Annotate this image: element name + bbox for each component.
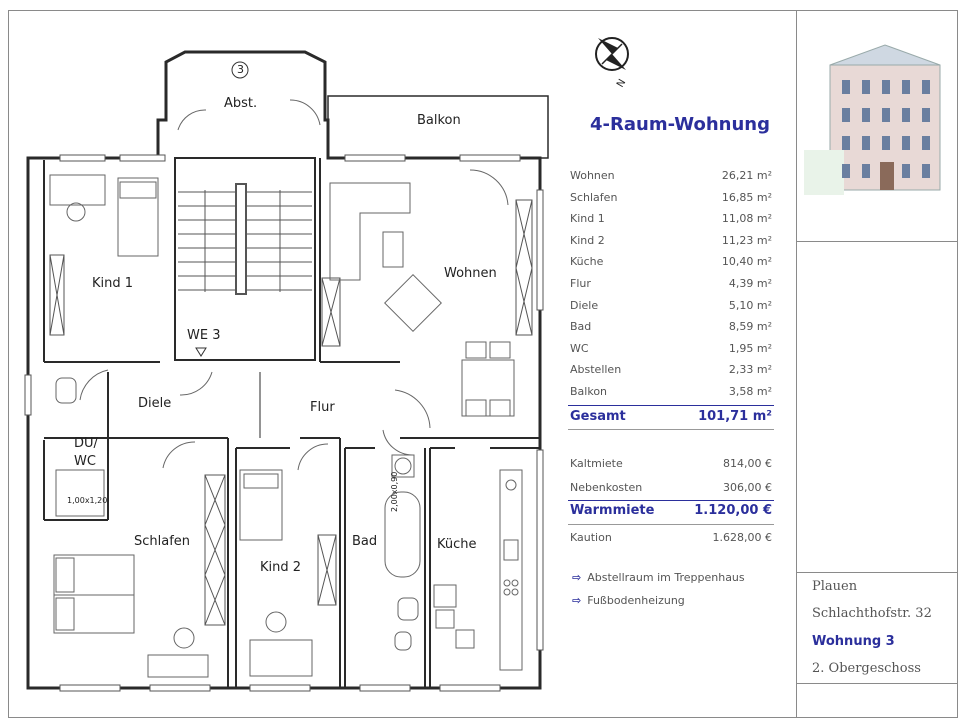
- deposit-value: 1.628,00 €: [712, 531, 772, 544]
- area-row: Küche 10,40 m²: [570, 255, 772, 269]
- area-room-size: 4,39 m²: [728, 277, 772, 290]
- area-row: Balkon 3,58 m²: [570, 385, 772, 399]
- area-room-name: Bad: [570, 320, 592, 334]
- arrow-right-icon: ⇨: [572, 594, 582, 607]
- total-value: 101,71 m²: [698, 409, 772, 424]
- compass-icon: [595, 37, 629, 71]
- room-label-bad: Bad: [352, 534, 378, 549]
- area-room-name: Küche: [570, 255, 604, 269]
- area-room-name: WC: [570, 341, 589, 355]
- area-room-size: 3,58 m²: [728, 385, 772, 398]
- arrow-right-icon: ⇨: [572, 571, 582, 584]
- area-room-size: 2,33 m²: [728, 363, 772, 377]
- cost-label: Kaltmiete: [570, 457, 623, 470]
- total-rule-top: [568, 405, 774, 406]
- deposit-row: Kaution 1.628,00 €: [570, 531, 772, 545]
- area-row: Wohnen 26,21 m²: [570, 169, 772, 183]
- area-room-size: 1,95 m²: [728, 341, 772, 355]
- room-label-kueche: Küche: [437, 537, 477, 552]
- area-room-name: Wohnen: [570, 169, 615, 182]
- room-label-abst: Abst.: [224, 96, 258, 111]
- cost-label: Nebenkosten: [570, 481, 643, 494]
- sidebar-rule-2: [796, 572, 958, 573]
- area-room-size: 5,10 m²: [728, 298, 772, 312]
- total-row: Gesamt 101,71 m²: [570, 409, 772, 427]
- tub-dimension: 2,00x0,90: [390, 471, 399, 512]
- room-label-diele: Diele: [138, 396, 172, 411]
- warm-rule-top: [568, 500, 774, 501]
- area-room-size: 16,85 m²: [721, 190, 772, 204]
- room-label-wc: WC: [74, 454, 96, 469]
- sidebar-rule-1: [796, 241, 958, 242]
- area-room-name: Kind 2: [570, 233, 605, 247]
- room-label-balkon: Balkon: [417, 113, 461, 128]
- area-room-size: 11,23 m²: [721, 233, 772, 247]
- area-room-size: 8,59 m²: [728, 320, 772, 334]
- area-row: Abstellen 2,33 m²: [570, 363, 772, 377]
- warm-rent-value: 1.120,00 €: [694, 503, 772, 518]
- apartment-type-title: 4-Raum-Wohnung: [590, 114, 770, 135]
- sidebar-rule-3: [796, 683, 958, 684]
- address-unit: Wohnung 3: [812, 634, 895, 649]
- cost-value: 814,00 €: [723, 457, 772, 470]
- area-row: WC 1,95 m²: [570, 342, 772, 356]
- room-label-schlafen: Schlafen: [134, 534, 191, 549]
- area-room-name: Schlafen: [570, 190, 618, 204]
- shower-dimension: 1,00x1,20: [67, 496, 108, 505]
- area-row: Kind 2 11,23 m²: [570, 234, 772, 248]
- room-label-kind2: Kind 2: [260, 560, 302, 575]
- area-room-name: Diele: [570, 298, 599, 312]
- area-row: Diele 5,10 m²: [570, 299, 772, 313]
- total-rule-bottom: [568, 429, 774, 430]
- deposit-label: Kaution: [570, 531, 612, 544]
- unit-entrance-label: WE 3: [187, 328, 221, 343]
- note-heating: ⇨ Fußbodenheizung: [572, 594, 685, 607]
- sidebar-divider: [796, 10, 797, 718]
- warm-rule-bottom: [568, 524, 774, 525]
- warm-rent-label: Warmmiete: [570, 503, 655, 518]
- note-text: Abstellraum im Treppenhaus: [587, 571, 745, 584]
- stair-number: 3: [237, 63, 244, 76]
- total-label: Gesamt: [570, 409, 626, 424]
- page-frame: [8, 10, 958, 718]
- room-label-kind1: Kind 1: [92, 276, 134, 291]
- area-room-size: 26,21 m²: [721, 169, 772, 182]
- note-storage: ⇨ Abstellraum im Treppenhaus: [572, 571, 745, 584]
- area-row: Schlafen 16,85 m²: [570, 191, 772, 205]
- area-room-name: Balkon: [570, 385, 608, 398]
- building-illustration: [804, 44, 941, 195]
- room-label-du: DU/: [74, 436, 98, 451]
- address-floor: 2. Obergeschoss: [812, 661, 921, 676]
- address-city: Plauen: [812, 579, 858, 594]
- area-room-name: Kind 1: [570, 212, 605, 226]
- area-row: Kind 1 11,08 m²: [570, 212, 772, 226]
- cost-row: Kaltmiete 814,00 €: [570, 457, 772, 471]
- note-text: Fußbodenheizung: [587, 594, 685, 607]
- area-room-name: Abstellen: [570, 363, 622, 377]
- address-street: Schlachthofstr. 32: [812, 606, 932, 621]
- area-row: Bad 8,59 m²: [570, 320, 772, 334]
- room-label-flur: Flur: [310, 400, 335, 415]
- area-row: Flur 4,39 m²: [570, 277, 772, 291]
- area-room-size: 11,08 m²: [721, 212, 772, 226]
- area-room-size: 10,40 m²: [721, 255, 772, 269]
- cost-row: Nebenkosten 306,00 €: [570, 481, 772, 495]
- cost-value: 306,00 €: [723, 481, 772, 494]
- room-label-wohnen: Wohnen: [444, 266, 497, 281]
- area-room-name: Flur: [570, 277, 591, 290]
- warm-rent-row: Warmmiete 1.120,00 €: [570, 503, 772, 521]
